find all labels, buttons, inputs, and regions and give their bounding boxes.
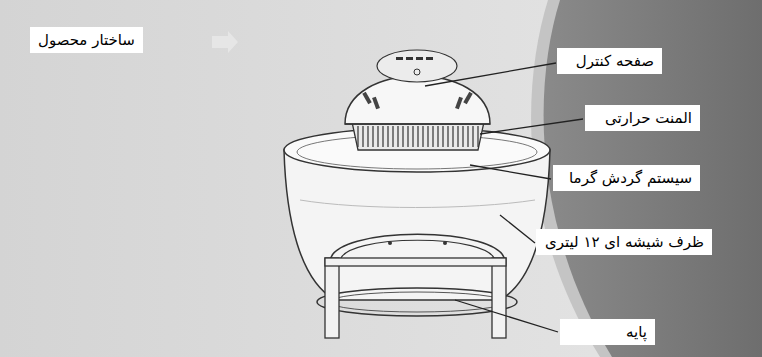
part-label: صفحه کنترل <box>557 48 662 74</box>
title: ساختار محصول <box>30 27 143 53</box>
part-label: سیستم گردش گرما <box>553 165 700 191</box>
part-label: پایه <box>560 319 655 345</box>
part-label: ظرف شیشه ای ۱۲ لیتری <box>536 229 712 255</box>
part-label: المنت حرارتی <box>585 105 700 131</box>
